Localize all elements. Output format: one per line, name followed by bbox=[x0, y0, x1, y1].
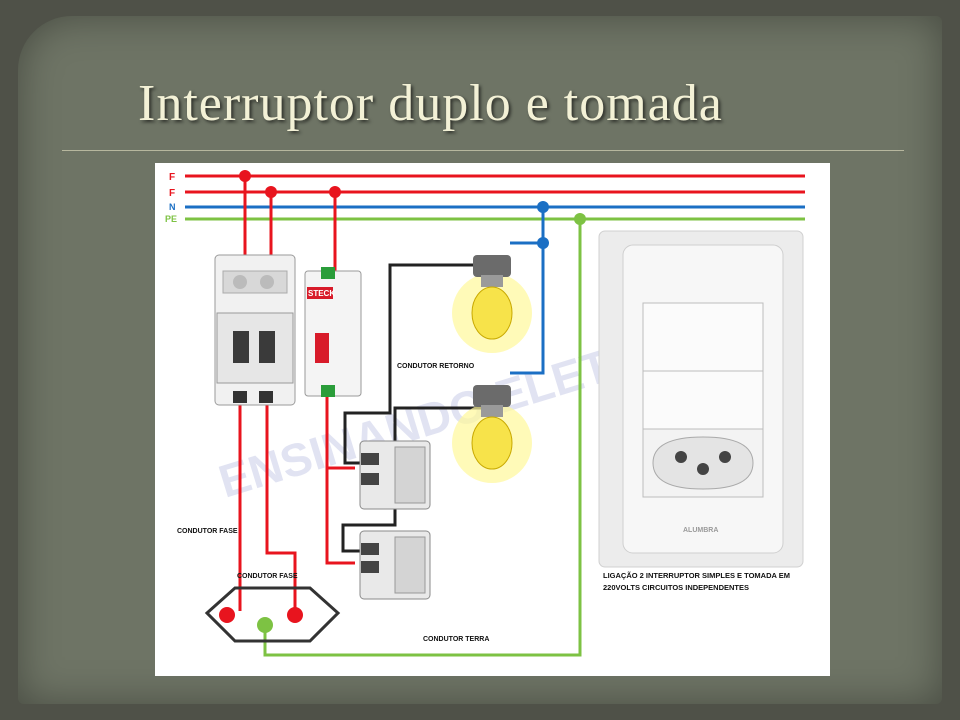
junction-terra bbox=[574, 213, 586, 225]
bipolar-breaker bbox=[214, 254, 296, 406]
breaker-brand-label: STECK bbox=[308, 289, 335, 298]
label-condutor-fase-1: CONDUTOR FASE bbox=[177, 528, 238, 535]
junction-fase-1 bbox=[239, 170, 251, 182]
lamp-1 bbox=[452, 255, 532, 353]
caption-line-1: LIGAÇÃO 2 INTERRUPTOR SIMPLES E TOMADA E… bbox=[603, 571, 790, 580]
bus-label-f1: F bbox=[169, 172, 175, 183]
bus-label-n: N bbox=[169, 202, 176, 212]
label-condutor-retorno: CONDUTOR RETORNO bbox=[397, 363, 475, 370]
wire-retorno-1 bbox=[343, 263, 465, 465]
lamp-2 bbox=[452, 385, 532, 483]
switch-2 bbox=[359, 530, 431, 600]
wire-neutro-lamp1 bbox=[510, 207, 545, 245]
label-condutor-fase-2: CONDUTOR FASE bbox=[237, 573, 298, 580]
junction-neutro-1 bbox=[537, 201, 549, 213]
caption-line-2: 220VOLTS CIRCUITOS INDEPENDENTES bbox=[603, 583, 749, 592]
wire-retorno-2 bbox=[341, 406, 485, 553]
wiring-diagram-svg: ENSINANDO ELETRICA F F N PE bbox=[165, 170, 805, 657]
label-condutor-terra: CONDUTOR TERRA bbox=[423, 636, 489, 643]
wire-fase-outlet-2 bbox=[265, 403, 297, 611]
junction-neutro-2 bbox=[537, 237, 549, 249]
wiring-diagram: ENSINANDO ELETRICA F F N PE bbox=[155, 163, 830, 676]
wall-plate: ALUMBRA bbox=[598, 230, 804, 568]
single-breaker: STECK bbox=[304, 267, 362, 397]
bus-label-pe: PE bbox=[165, 214, 177, 224]
plate-brand-label: ALUMBRA bbox=[683, 527, 718, 534]
junction-fase-2 bbox=[265, 186, 277, 198]
wire-fase-switch-2 bbox=[325, 468, 355, 565]
slide-title: Interruptor duplo e tomada bbox=[138, 75, 723, 132]
bus-label-f2: F bbox=[169, 188, 175, 199]
title-divider bbox=[62, 150, 904, 151]
wire-neutro-lamp2 bbox=[510, 243, 545, 375]
switch-1 bbox=[359, 440, 431, 510]
junction-fase-3 bbox=[329, 186, 341, 198]
outlet-socket bbox=[204, 586, 341, 643]
